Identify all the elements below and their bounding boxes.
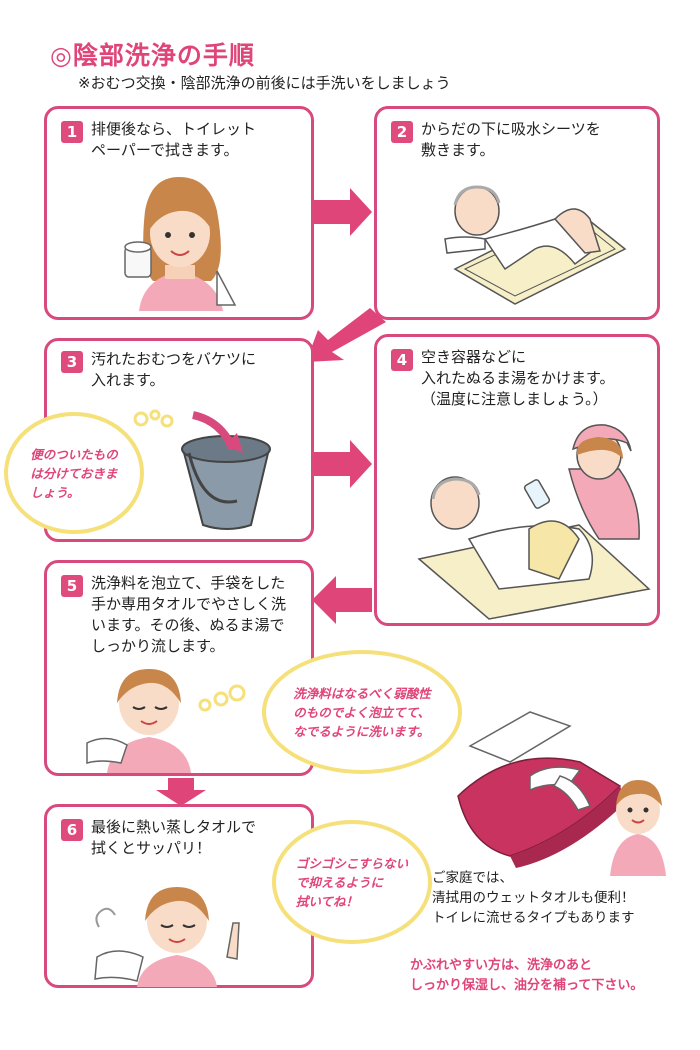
step-text: 空き容器などに 入れたぬるま湯をかけます。 （温度に注意しましょう。） (421, 348, 615, 408)
step-number: 5 (61, 575, 83, 597)
arrow-right-icon (312, 440, 372, 488)
caregiver-with-towel-illustration (86, 669, 246, 773)
step-card-4: 4 空き容器などに 入れたぬるま湯をかけます。 （温度に注意しましょう。） (374, 334, 660, 626)
speech-bubble-weak-acid-cleanser: 洗浄料はなるべく弱酸性 のものでよく泡立てて、 なでるように洗います。 (262, 650, 462, 774)
step-number: 4 (391, 349, 413, 371)
bucket-illustration (133, 409, 271, 530)
moisturize-warning-note: かぶれやすい方は、洗浄のあと しっかり保湿し、油分を補って下さい。 (410, 958, 644, 993)
bubble-text: 便のついたもの は分けておきま しょう。 (30, 446, 118, 500)
step-card-2: 2 からだの下に吸水シーツを 敷きます。 (374, 106, 660, 320)
step-text: 最後に熱い蒸しタオルで 拭くとサッパリ！ (91, 818, 257, 857)
bubble-text: 洗浄料はなるべく弱酸性 のものでよく泡立てて、 なでるように洗います。 (293, 685, 431, 739)
bubble-text: ゴシゴシこすらない で抑えるように 拭いてね！ (295, 855, 409, 909)
step-number: 3 (61, 351, 83, 373)
step-number: 2 (391, 121, 413, 143)
page-title: ◎陰部洗浄の手順 (50, 41, 255, 70)
arrow-left-icon (312, 576, 372, 624)
caregiver-with-toilet-paper-illustration (124, 177, 237, 311)
caregiver-pouring-water-illustration (417, 424, 651, 620)
step-number: 6 (61, 819, 83, 841)
step-text: 排便後なら、トイレット ペーパーで拭きます。 (91, 120, 257, 159)
step-card-1: 1 排便後なら、トイレット ペーパーで拭きます。 (44, 106, 314, 320)
arrow-right-icon (312, 188, 372, 236)
arrow-down-left-icon (306, 308, 386, 362)
step-card-6: 6 最後に熱い蒸しタオルで 拭くとサッパリ！ (44, 804, 314, 988)
step-text: からだの下に吸水シーツを 敷きます。 (421, 120, 601, 159)
page-subtitle: ※おむつ交換・陰部洗浄の前後には手洗いをしましょう (78, 74, 451, 92)
caregiver-with-steamed-towel-illustration (94, 887, 240, 987)
wet-towel-package-illustration (457, 711, 666, 876)
patient-on-absorbent-sheet-illustration (444, 185, 627, 305)
speech-bubble-separate-stool: 便のついたもの は分けておきま しょう。 (4, 412, 144, 534)
speech-bubble-dont-scrub: ゴシゴシこすらない で抑えるように 拭いてね！ (272, 820, 432, 944)
step-number: 1 (61, 121, 83, 143)
arrow-down-icon (156, 778, 206, 806)
home-wet-towel-note: ご家庭では、 清拭用のウェットタオルも便利！ トイレに流せるタイプもあります (432, 870, 635, 926)
step-text: 汚れたおむつをバケツに 入れます。 (91, 350, 257, 389)
step-card-5: 5 洗浄料を泡立て、手袋をした 手か専用タオルでやさしく洗 います。その後、ぬる… (44, 560, 314, 776)
step-text: 洗浄料を泡立て、手袋をした 手か専用タオルでやさしく洗 います。その後、ぬるま湯… (91, 574, 287, 655)
